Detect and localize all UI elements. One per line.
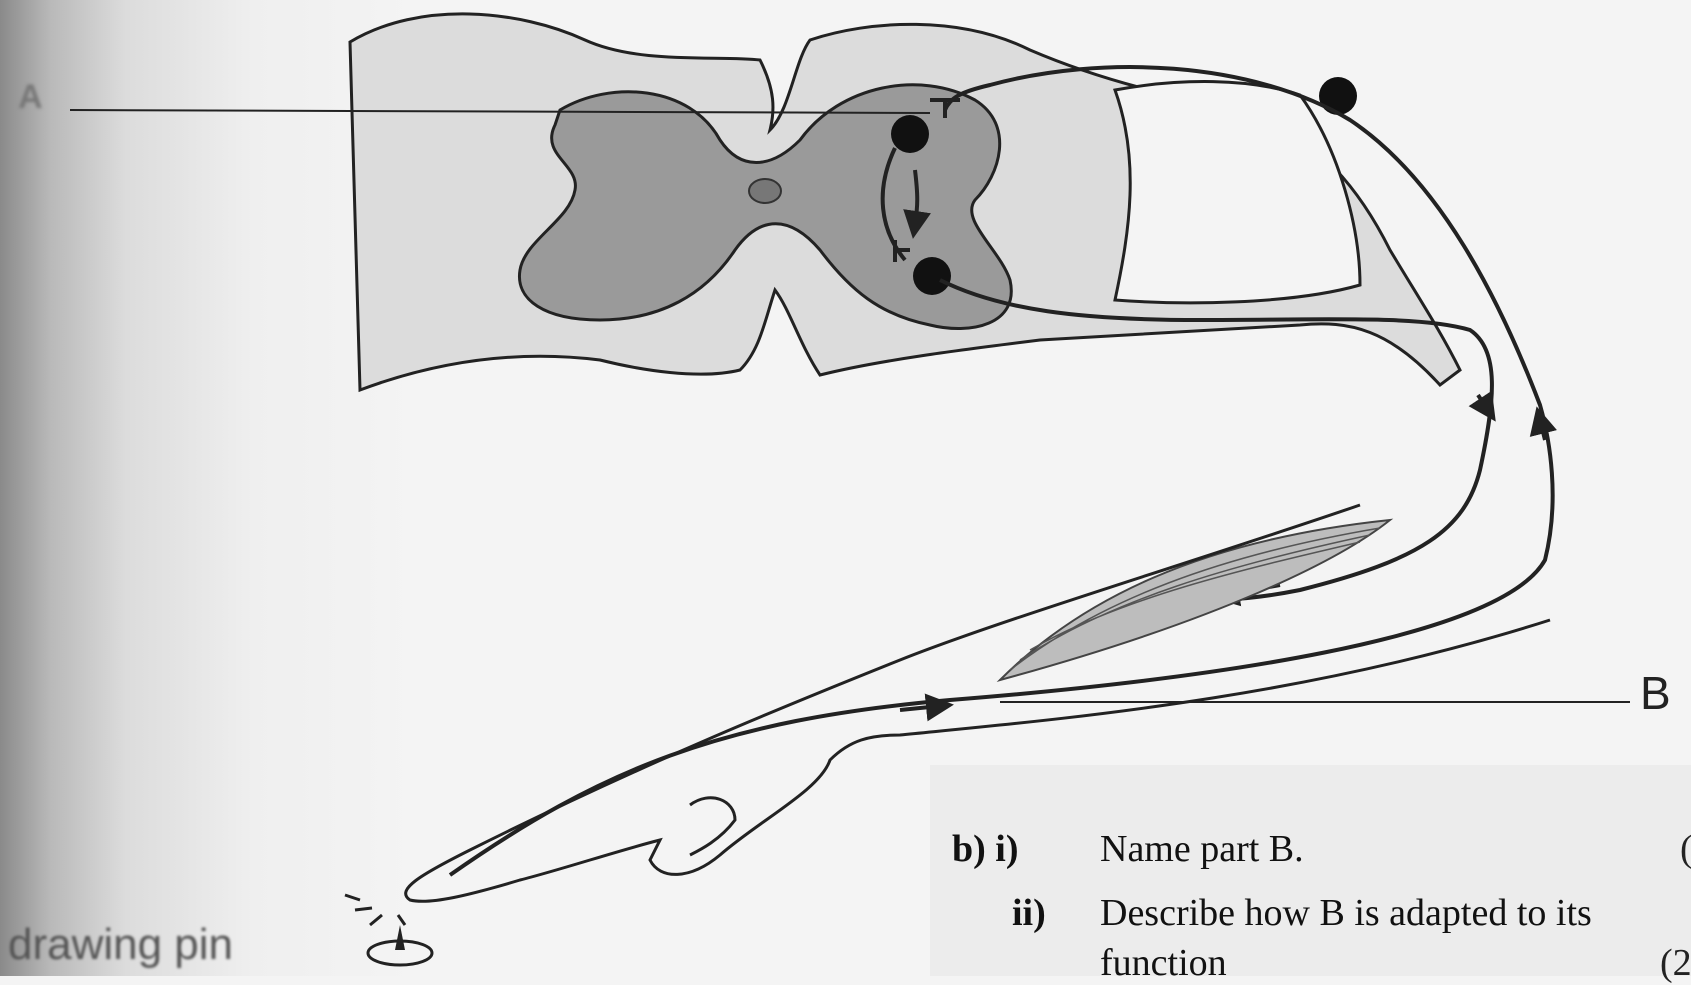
question-text: Describe how B is adapted to its — [1100, 891, 1592, 935]
arm-arrow — [900, 706, 940, 710]
question-panel: b) i) Name part B. ( ii) Describe how B … — [930, 765, 1691, 976]
question-text-cont: function — [1100, 941, 1227, 985]
central-canal — [749, 179, 781, 203]
marks-label: ( — [1680, 827, 1691, 871]
motor-arrow-down — [1478, 395, 1488, 410]
label-b: B — [1640, 666, 1671, 720]
marks-label: (2 — [1660, 941, 1691, 985]
sensory-cell-body — [1319, 77, 1357, 115]
drawing-pin-icon — [368, 925, 432, 965]
dorsal-root — [1115, 82, 1360, 303]
question-number: ii) — [1012, 892, 1046, 934]
label-a: A — [18, 78, 43, 117]
question-b-i: b) i) Name part B. — [952, 827, 1019, 871]
question-number: b) i) — [952, 828, 1019, 870]
relay-cell-body — [891, 115, 929, 153]
stimulus-label: drawing pin — [8, 920, 233, 970]
pain-burst — [345, 895, 405, 925]
motor-cell-body — [913, 257, 951, 295]
question-text: Name part B. — [1100, 827, 1304, 871]
question-b-ii: ii) Describe how B is adapted to its — [1012, 891, 1046, 935]
relay-arrow — [915, 170, 917, 225]
